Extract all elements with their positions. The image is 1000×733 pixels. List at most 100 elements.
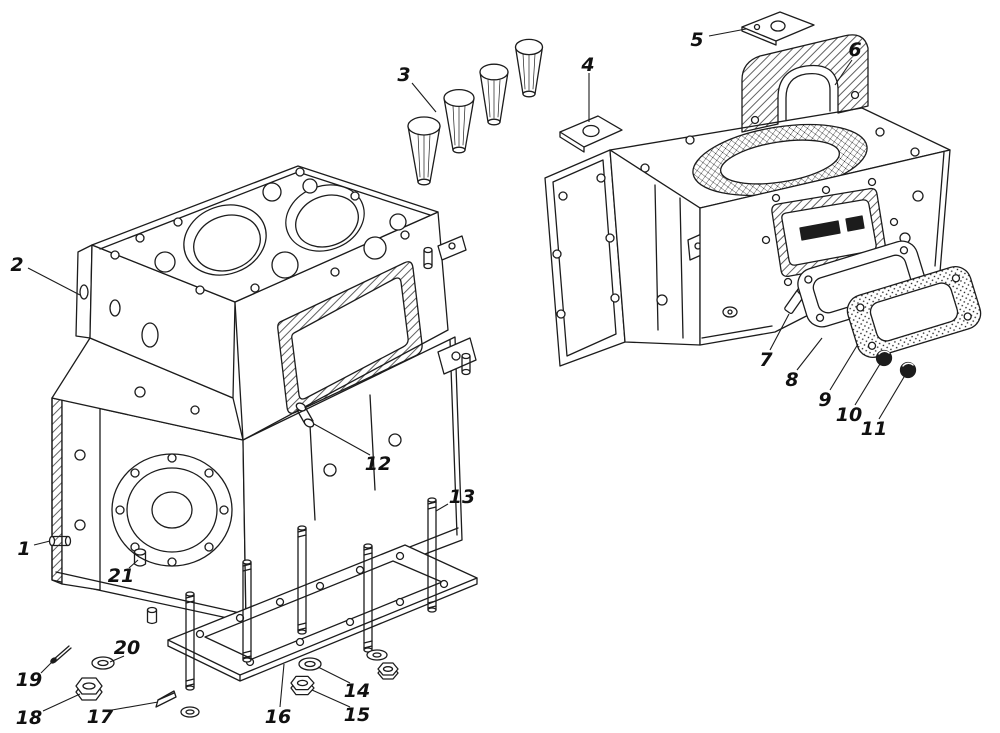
tappet — [514, 38, 544, 98]
callout-7-leader — [769, 313, 790, 351]
front-plate-edge — [51, 397, 63, 585]
callout-2-leader — [27, 267, 81, 296]
callout-19: 19 — [16, 657, 57, 691]
callouts: 1 2 3 4 5 6 7 8 — [10, 28, 905, 729]
timing-flange — [111, 453, 233, 567]
callout-17-label: 17 — [87, 706, 114, 728]
callout-13-label: 13 — [449, 486, 475, 508]
callout-11: 11 — [861, 376, 905, 440]
callout-14-label: 14 — [344, 680, 370, 702]
callout-16: 16 — [265, 663, 291, 728]
callout-5-leader — [708, 28, 747, 37]
callout-11-label: 11 — [861, 418, 887, 440]
dowel-pin — [461, 352, 471, 376]
callout-15: 15 — [311, 689, 370, 726]
fasteners — [48, 535, 399, 718]
callout-6-leader — [834, 59, 853, 86]
callout-10-label: 10 — [836, 404, 862, 426]
callout-19-leader — [40, 657, 57, 674]
side-window — [277, 261, 423, 414]
cylinder-block — [75, 165, 477, 441]
callout-9-leader — [829, 343, 859, 391]
callout-18: 18 — [16, 693, 81, 729]
callout-20-leader — [109, 655, 125, 663]
dowel-pin — [423, 246, 433, 270]
callout-10: 10 — [836, 363, 881, 426]
washer — [180, 706, 200, 718]
tappet — [407, 116, 441, 186]
callout-4-label: 4 — [580, 54, 594, 76]
callout-18-leader — [42, 693, 81, 712]
stud — [297, 525, 307, 635]
plug-10 — [875, 349, 893, 367]
callout-10-leader — [854, 363, 881, 406]
dowel-pin — [146, 606, 158, 625]
bearing-cap — [741, 34, 869, 133]
callout-19-label: 19 — [16, 669, 42, 691]
stud — [242, 559, 252, 663]
studs — [185, 497, 437, 691]
callout-6-label: 6 — [848, 39, 861, 61]
callout-12-leader — [313, 423, 371, 456]
stud — [185, 591, 195, 691]
callout-18-label: 18 — [16, 707, 42, 729]
callout-3-label: 3 — [397, 64, 410, 86]
tappet — [443, 88, 475, 154]
cover-plate-9 — [846, 266, 982, 358]
callout-2-label: 2 — [10, 254, 23, 276]
callout-14: 14 — [317, 666, 370, 702]
washer-20 — [91, 656, 115, 670]
washer-14 — [298, 657, 322, 671]
callout-21-leader — [128, 559, 139, 569]
hex-nut-18 — [75, 677, 103, 701]
callout-8-leader — [796, 337, 823, 371]
callout-7-label: 7 — [759, 349, 773, 371]
callout-15-leader — [311, 689, 351, 708]
callout-1-leader — [33, 540, 51, 546]
callout-9-label: 9 — [818, 389, 831, 411]
callout-20: 20 — [109, 637, 140, 663]
callout-3-leader — [411, 82, 437, 113]
callout-12: 12 — [313, 423, 391, 475]
callout-1-label: 1 — [17, 538, 30, 560]
callout-15-label: 15 — [344, 704, 370, 726]
stud — [427, 497, 437, 613]
callout-17: 17 — [87, 701, 159, 728]
tappets — [407, 38, 544, 186]
washer — [366, 649, 388, 661]
callout-1: 1 — [17, 538, 51, 560]
mounting-flange — [544, 149, 626, 367]
callout-6: 6 — [834, 39, 862, 86]
callout-2: 2 — [10, 254, 81, 296]
hex-nut-15 — [290, 675, 315, 696]
callout-13-leader — [435, 503, 449, 512]
stud — [363, 543, 373, 653]
callout-21-label: 21 — [108, 565, 134, 587]
callout-21: 21 — [108, 559, 139, 587]
pin-1 — [48, 535, 72, 547]
hex-nut — [377, 662, 399, 680]
callout-16-leader — [279, 663, 285, 708]
callout-3: 3 — [397, 64, 437, 113]
oil-tube-12 — [295, 402, 315, 428]
callout-4: 4 — [580, 54, 595, 122]
callout-16-label: 16 — [265, 706, 291, 728]
callout-8: 8 — [785, 337, 823, 391]
callout-14-leader — [317, 666, 351, 684]
lock-plate-5 — [741, 11, 815, 46]
tappet — [479, 63, 509, 126]
callout-5-label: 5 — [690, 29, 703, 51]
cylinder-bore-1 — [183, 204, 267, 276]
key-17 — [155, 690, 177, 708]
callout-20-label: 20 — [114, 637, 140, 659]
callout-5: 5 — [690, 28, 747, 51]
callout-11-leader — [878, 376, 905, 420]
cylinder-bore-2 — [285, 184, 365, 252]
callout-17-leader — [111, 701, 159, 711]
callout-8-label: 8 — [785, 369, 798, 391]
plug-11 — [899, 361, 917, 379]
callout-12-label: 12 — [365, 453, 391, 475]
callout-13: 13 — [435, 486, 475, 512]
